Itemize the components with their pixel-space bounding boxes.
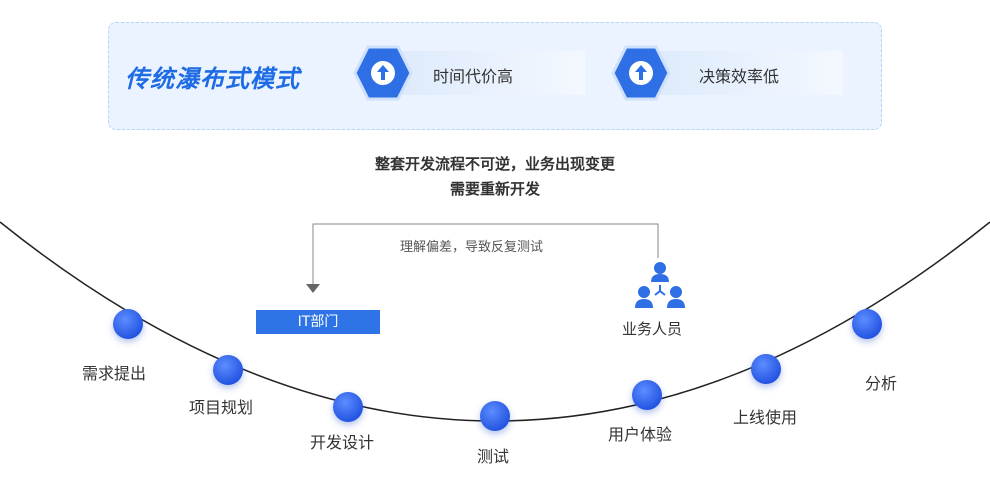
stage-label-user-experience: 用户体验	[608, 425, 673, 444]
chip-label: 决策效率低	[699, 67, 780, 86]
chip-time-cost: 时间代价高	[353, 45, 585, 101]
stage-node-testing	[480, 401, 510, 431]
banner-title: 传统瀑布式模式	[125, 65, 300, 93]
banner: 传统瀑布式模式 时间代价高 决策效率低	[108, 22, 882, 130]
feedback-connector	[312, 223, 659, 286]
stage-node-user-experience	[632, 380, 662, 410]
arrow-up-icon	[353, 45, 413, 101]
stage-node-planning	[213, 355, 243, 385]
subtitle-line1: 整套开发流程不可逆，业务出现变更	[374, 155, 615, 173]
stage-label-launch: 上线使用	[733, 408, 798, 427]
arrow-up-icon	[611, 45, 671, 101]
stage-node-launch	[751, 354, 781, 384]
stage-label-design: 开发设计	[310, 433, 375, 452]
stage-label-planning: 项目规划	[189, 398, 254, 417]
feedback-label: 理解偏差，导致反复测试	[400, 240, 544, 255]
stage-node-design	[333, 392, 363, 422]
stage-node-analysis	[852, 309, 882, 339]
business-people-label: 业务人员	[622, 320, 683, 338]
stage-label-analysis: 分析	[865, 374, 898, 393]
stage-node-requirements	[113, 309, 143, 339]
it-department-box: IT部门	[256, 310, 380, 334]
chip-decision-efficiency: 决策效率低	[611, 45, 843, 101]
business-people-icon	[635, 262, 685, 308]
stage-label-requirements: 需求提出	[82, 364, 147, 383]
feedback-arrowhead	[306, 284, 320, 293]
chip-label: 时间代价高	[433, 67, 514, 86]
subtitle-line2: 需要重新开发	[449, 180, 540, 198]
stage-label-testing: 测试	[477, 447, 510, 466]
